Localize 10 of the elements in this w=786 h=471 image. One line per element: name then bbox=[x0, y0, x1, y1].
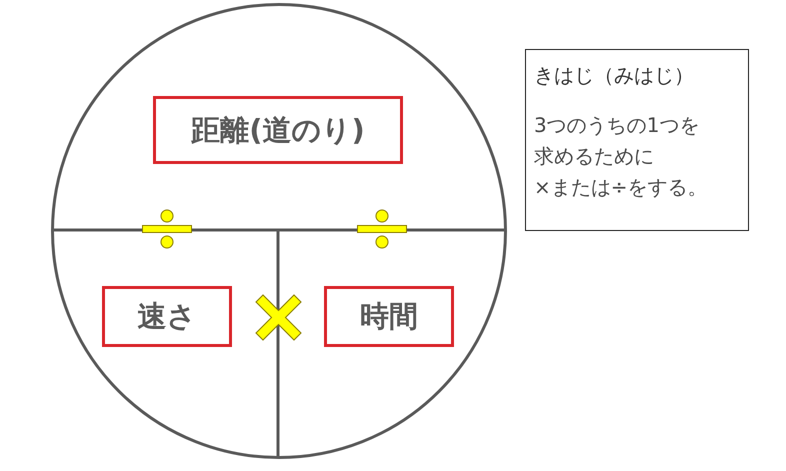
circle-diagram bbox=[51, 3, 507, 459]
quantity-label: 速さ bbox=[138, 299, 196, 334]
quantity-box bbox=[153, 96, 403, 164]
quantity-label: 距離(道のり) bbox=[191, 112, 365, 148]
note-title: きはじ（みはじ） bbox=[534, 62, 695, 88]
quantity-box bbox=[324, 286, 454, 347]
quantity-label: 時間 bbox=[360, 299, 418, 334]
note-box bbox=[525, 49, 749, 231]
note-text: 3つのうちの1つを求めるために×または÷をする。 bbox=[534, 112, 709, 201]
quantity-box bbox=[102, 286, 232, 347]
